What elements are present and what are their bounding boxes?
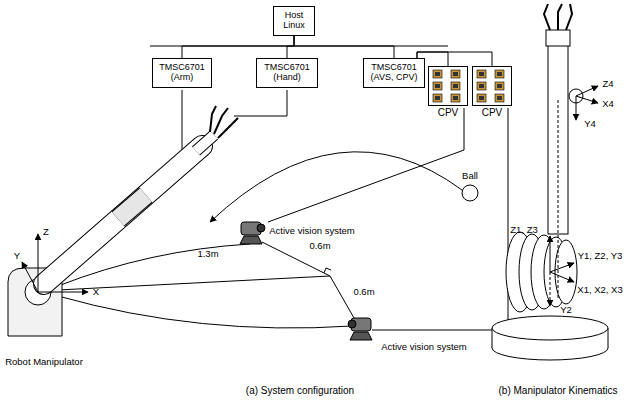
hand-cable — [234, 90, 287, 116]
axis-label: Z — [43, 227, 49, 237]
ball — [462, 185, 478, 201]
axis-label: Y4 — [584, 119, 596, 129]
axis-label: Y1, Z2, Y3 — [578, 251, 623, 261]
ball-trajectory — [210, 152, 462, 222]
dimension: 0.6m — [353, 287, 374, 297]
part-name: Active vision system — [381, 342, 467, 352]
cpv-board: CPV — [428, 66, 468, 106]
robot-manipulator — [8, 106, 238, 336]
bus-connector — [182, 36, 294, 58]
processor-box: TMSC6701 (AVS, CPV) — [363, 58, 425, 88]
box-label: TMSC6701 (Hand) — [261, 62, 313, 83]
chip-grid — [473, 67, 511, 105]
caption: (a) System configuration — [246, 385, 354, 396]
box-label: TMSC6701 (AVS, CPV) — [368, 62, 420, 83]
sweep-line — [58, 296, 352, 328]
camera-cable — [372, 108, 508, 330]
axis-label: X1, X2, X3 — [577, 285, 622, 295]
dimension: 0.6m — [309, 241, 330, 251]
kinematic-model — [492, 4, 608, 360]
part-name: Robot Manipulator — [5, 357, 83, 367]
part-name: Ball — [462, 171, 478, 181]
bus-connector — [287, 36, 294, 58]
right-angle-mark — [324, 268, 331, 273]
axis-label: Z4 — [602, 79, 613, 89]
axis-label: X — [93, 287, 99, 297]
box-label: TMSC6701 (Arm) — [157, 62, 207, 83]
box-label: Host Linux — [278, 10, 310, 31]
part-name: Active vision system — [269, 226, 355, 236]
bus-connector — [294, 36, 394, 58]
axis-label: Z1, Z3 — [510, 225, 537, 235]
board-name: CPV — [438, 107, 459, 119]
cpv-board: CPV — [472, 66, 512, 106]
axis-label: Y — [14, 251, 20, 261]
dimension: 1.3m — [197, 249, 218, 259]
chip-grid — [429, 67, 467, 105]
host-box: Host Linux — [273, 6, 315, 36]
axis-label: Y2 — [560, 305, 572, 315]
arm-cable — [182, 90, 183, 158]
processor-box: TMSC6701 (Hand) — [256, 58, 318, 88]
dimension-line — [330, 276, 354, 318]
active-vision-camera — [240, 222, 265, 244]
camera-cable — [268, 108, 464, 222]
bus-connector — [417, 52, 492, 66]
board-name: CPV — [482, 107, 503, 119]
processor-box: TMSC6701 (Arm) — [152, 58, 212, 88]
axis-label: X4 — [602, 99, 614, 109]
active-vision-camera — [348, 318, 372, 340]
caption: (b) Manipulator Kinematics — [499, 385, 618, 396]
